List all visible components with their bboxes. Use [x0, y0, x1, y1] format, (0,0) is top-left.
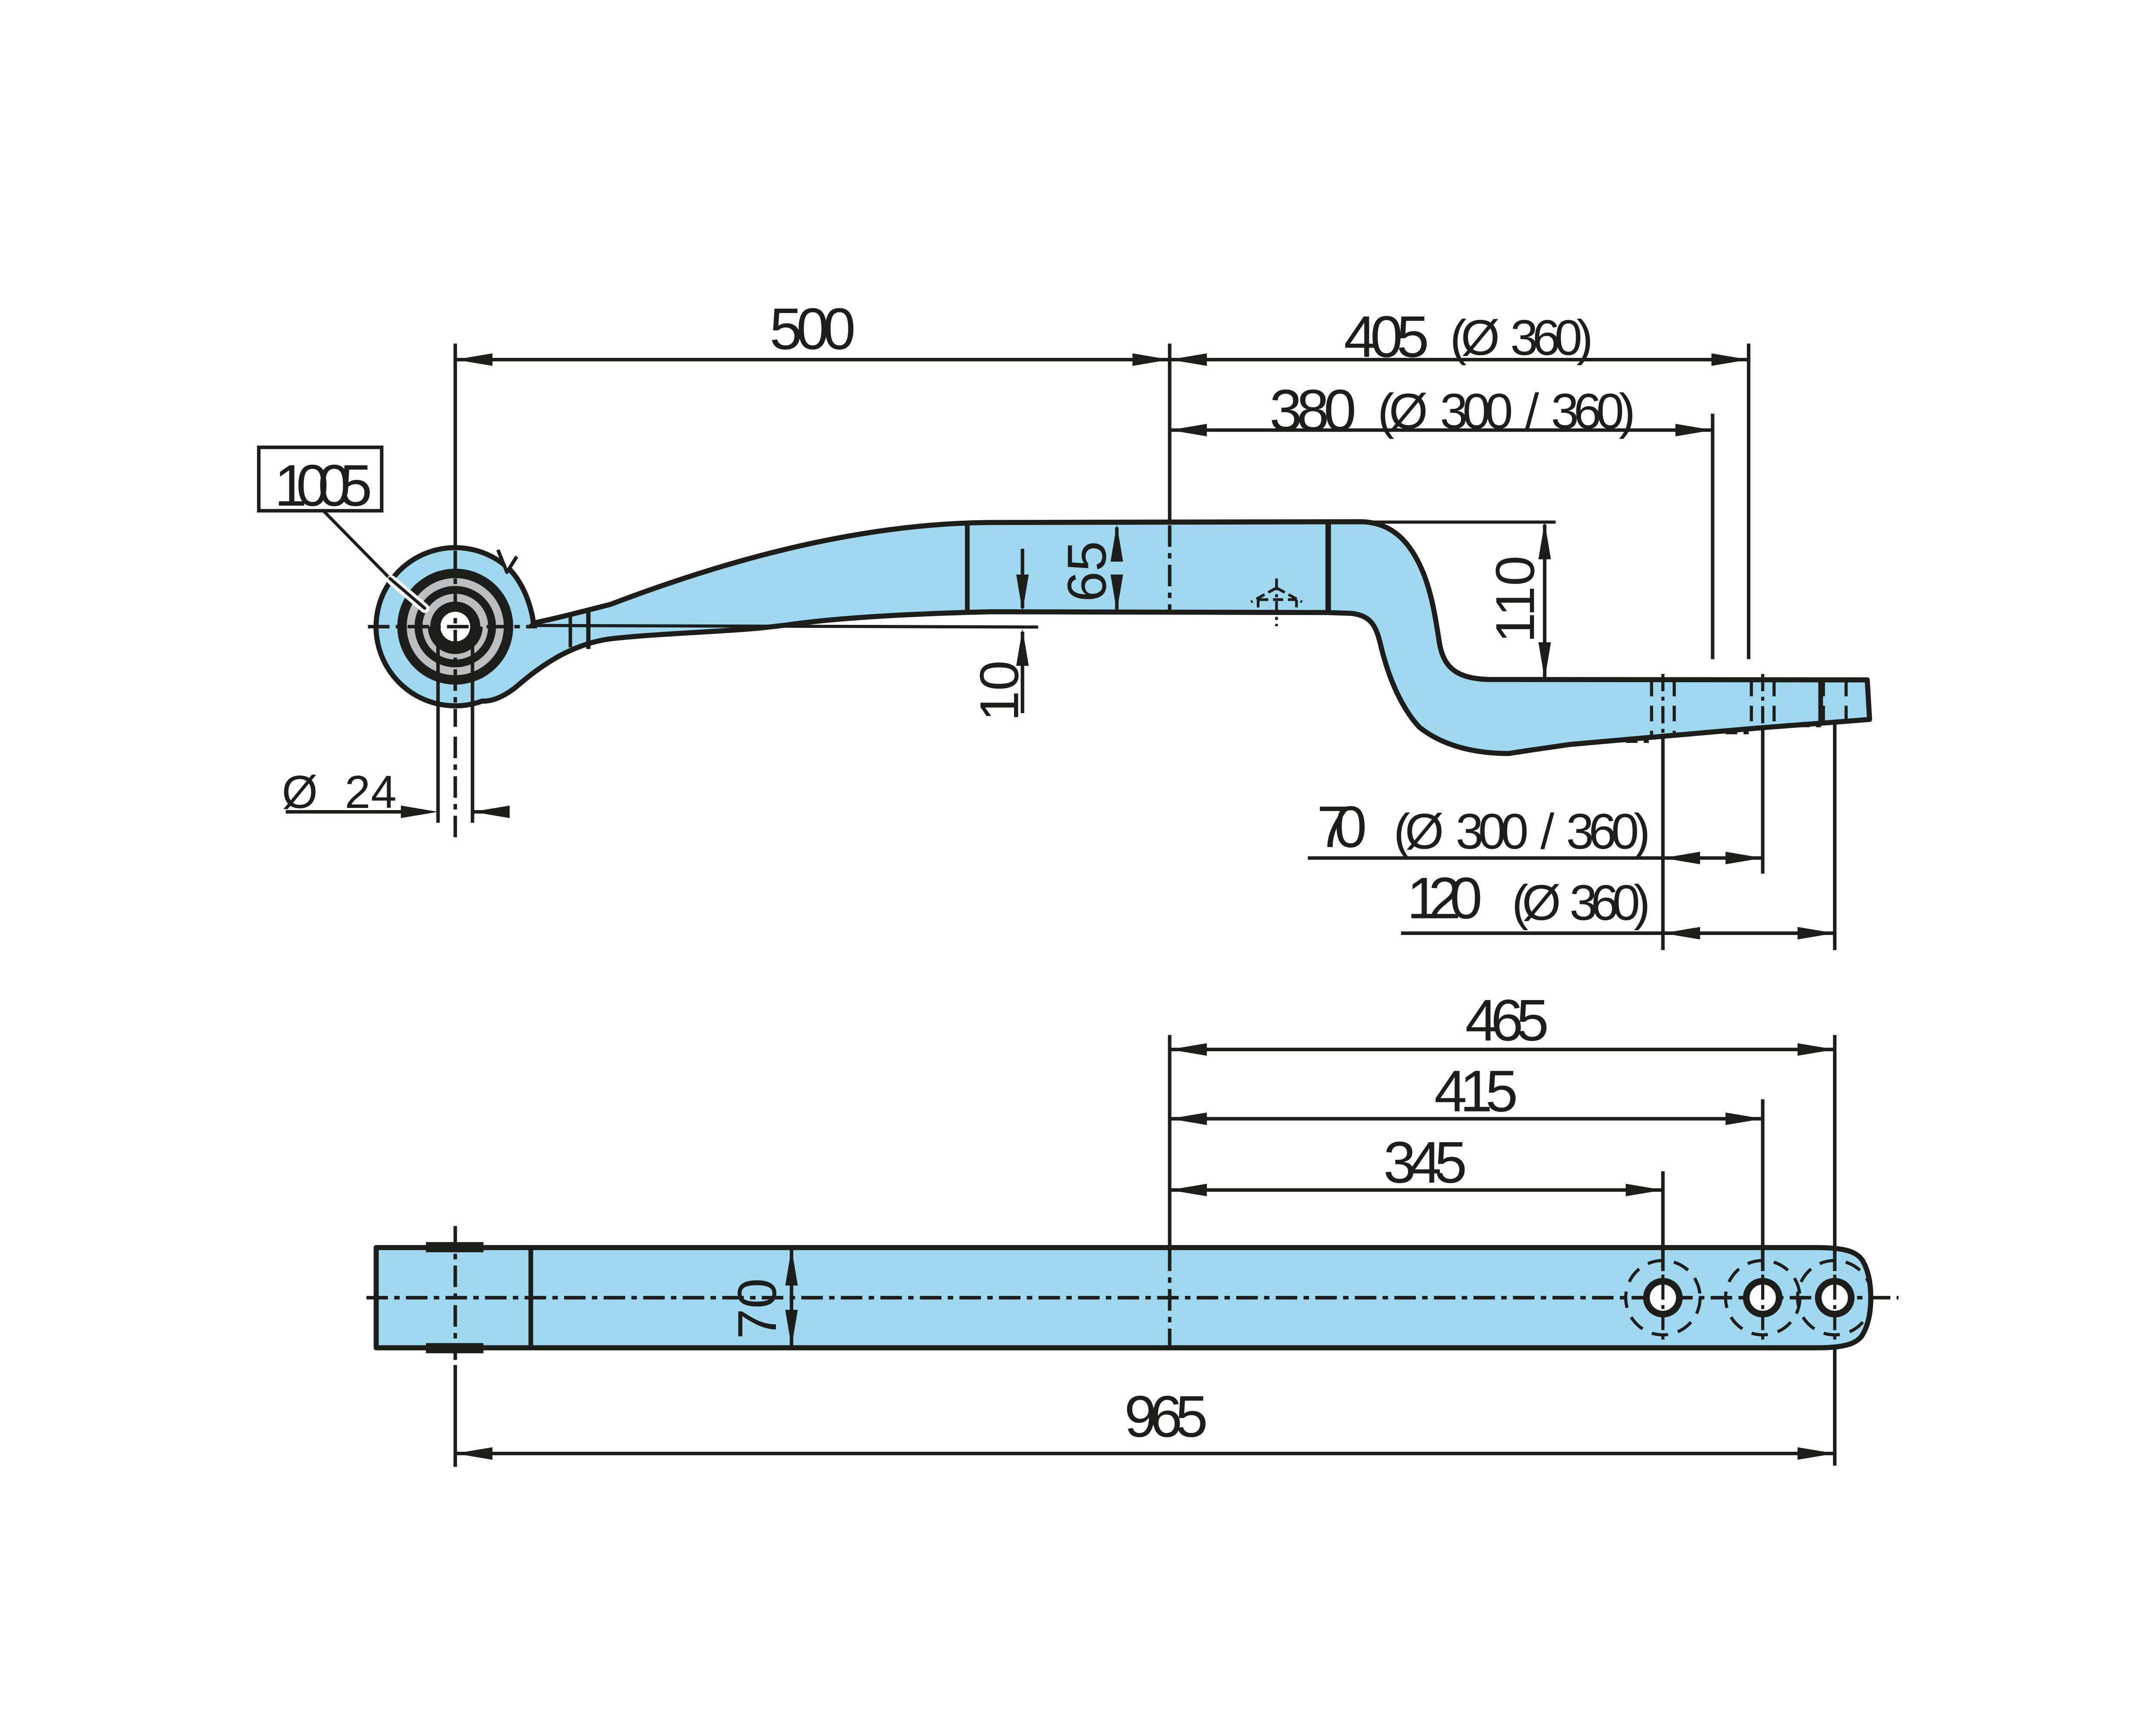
svg-text:120: 120: [1407, 865, 1482, 931]
svg-text:10: 10: [969, 660, 1030, 721]
svg-text:(Ø 360): (Ø 360): [1512, 875, 1650, 931]
svg-text:(Ø 300 / 360): (Ø 300 / 360): [1377, 383, 1635, 439]
svg-text:1005: 1005: [274, 453, 372, 518]
svg-text:380: 380: [1269, 378, 1356, 443]
svg-text:965: 965: [1124, 1384, 1208, 1449]
svg-text:415: 415: [1434, 1059, 1518, 1124]
svg-text:110: 110: [1485, 556, 1546, 643]
svg-text:500: 500: [769, 296, 856, 362]
svg-text:405: 405: [1344, 304, 1429, 370]
svg-text:345: 345: [1384, 1130, 1467, 1195]
svg-text:(Ø 300 / 360): (Ø 300 / 360): [1393, 804, 1650, 860]
svg-text:70: 70: [1317, 794, 1367, 860]
svg-text:(Ø 360): (Ø 360): [1450, 310, 1593, 366]
svg-text:70: 70: [726, 1278, 788, 1339]
svg-text:Ø 24: Ø 24: [282, 766, 397, 818]
svg-text:465: 465: [1465, 988, 1549, 1053]
svg-text:65: 65: [1056, 541, 1117, 602]
